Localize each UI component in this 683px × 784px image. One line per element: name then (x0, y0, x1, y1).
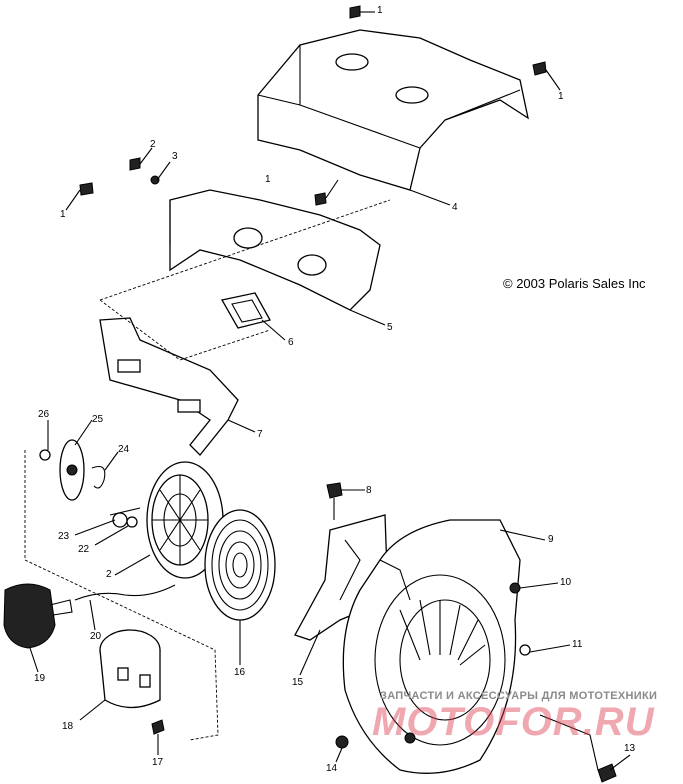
callout-15: 15 (292, 677, 304, 688)
callout-1-left: 1 (60, 209, 66, 220)
callout-2-top: 2 (150, 139, 156, 150)
callout-5: 5 (387, 322, 393, 333)
callout-17: 17 (152, 757, 164, 768)
callout-1-mid: 1 (265, 174, 271, 185)
gasket-part (220, 292, 271, 329)
callout-13: 13 (624, 743, 636, 754)
recoil-spring-part (204, 509, 276, 621)
callout-4: 4 (452, 202, 458, 213)
handle-part (3, 583, 73, 649)
callout-10: 10 (560, 577, 572, 588)
callout-22: 22 (78, 544, 90, 555)
upper-shroud-part (257, 29, 529, 191)
callout-6: 6 (288, 337, 294, 348)
lower-shroud-part (169, 189, 381, 311)
pulley-part (39, 439, 85, 501)
callout-19: 19 (34, 673, 46, 684)
callout-25: 25 (92, 414, 104, 425)
leader-lines (29, 11, 631, 771)
callout-2-reel: 2 (106, 569, 112, 580)
bolt-1b-part (532, 61, 547, 76)
cup-part (99, 629, 161, 709)
bolt-2-part (129, 157, 141, 171)
bolt-8-part (326, 482, 343, 499)
callout-1-right: 1 (558, 91, 564, 102)
callout-9: 9 (548, 534, 554, 545)
watermark-caption: ЗАПЧАСТИ И АКСЕССУАРЫ ДЛЯ МОТОТЕХНИКИ (380, 690, 658, 702)
bolt-1a-part (349, 5, 361, 19)
callout-8: 8 (366, 485, 372, 496)
bolt-17-part (151, 719, 165, 735)
callout-7: 7 (257, 429, 263, 440)
callout-20: 20 (90, 631, 102, 642)
callout-11: 11 (572, 639, 583, 650)
rope-part (74, 584, 176, 601)
pawl-part (109, 507, 141, 528)
bolt-1d-part (314, 192, 327, 206)
bolt-10-part (509, 582, 521, 594)
callout-1-top: 1 (377, 5, 383, 16)
callout-18: 18 (62, 721, 74, 732)
callout-26: 26 (38, 409, 50, 420)
callout-24: 24 (118, 444, 130, 455)
callout-16: 16 (234, 667, 246, 678)
spring-clip-part (91, 465, 106, 489)
watermark-logo: MOTOFOR.RU (372, 700, 655, 744)
assembly-outline (24, 450, 219, 741)
callout-14: 14 (326, 763, 338, 774)
fan-housing-part (342, 519, 521, 774)
copyright-text: © 2003 Polaris Sales Inc (503, 276, 646, 291)
bolt-14-part (335, 735, 349, 749)
bracket-part (99, 317, 239, 456)
bolt-1c-part (79, 182, 94, 196)
nut-3-part (150, 175, 160, 185)
callout-3: 3 (172, 151, 178, 162)
bolt-11-part (519, 644, 531, 656)
callout-23: 23 (58, 531, 70, 542)
